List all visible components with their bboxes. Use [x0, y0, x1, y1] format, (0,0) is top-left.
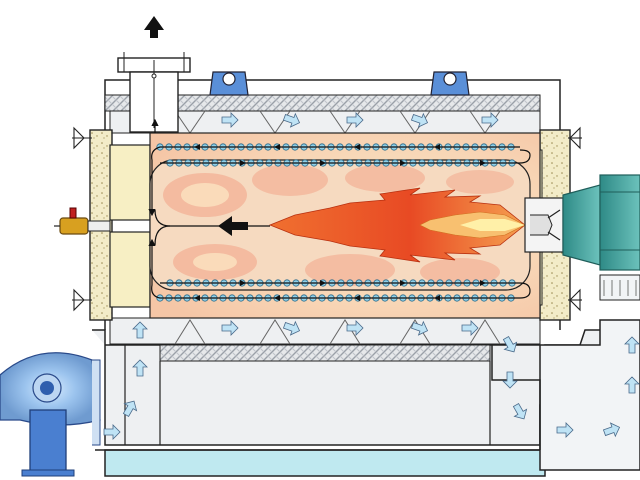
lower-insulation [159, 344, 491, 362]
air-flow-arrow-icon [602, 422, 621, 438]
air-flow-arrow-icon [221, 320, 239, 336]
air-flow-arrow-icon [132, 321, 148, 339]
up-arrow-icon [144, 16, 164, 38]
centrifugal-fan-icon [0, 352, 101, 477]
valve-icon [54, 207, 111, 235]
burner-fan-housing [562, 174, 640, 301]
air-flow-arrow-icon [132, 359, 148, 377]
door-bolts [72, 126, 582, 312]
air-flow-arrow-icon [282, 320, 301, 336]
air-flow-arrow-icon [512, 403, 528, 420]
air-flow-arrow-icon [481, 112, 499, 128]
left-arrow-icon [218, 216, 248, 236]
air-flow-arrow-icon [556, 422, 574, 438]
air-flow-arrow-icon [624, 376, 640, 394]
air-flow-arrow-icon [346, 112, 364, 128]
lifting-lug-right [430, 71, 470, 96]
lifting-lug-left [209, 71, 249, 96]
burner-flame [268, 187, 526, 263]
air-flow-arrow-icon [502, 336, 518, 353]
air-flow-arrow-icon [282, 112, 301, 128]
air-flow-arrow-icon [346, 320, 364, 336]
air-flow-arrow-icon [624, 336, 640, 354]
air-flow-arrow-icon [410, 320, 429, 336]
burner-nozzle-icon [524, 197, 564, 253]
air-flow-arrows [103, 112, 640, 440]
flue-stack [117, 52, 191, 133]
air-flow-arrow-icon [103, 424, 121, 440]
air-flow-arrow-icon [410, 112, 429, 128]
tube-flow-markers [194, 144, 486, 301]
air-flow-arrow-icon [122, 400, 138, 417]
air-flow-arrow-icon [461, 320, 479, 336]
gas-flow-paths [148, 118, 531, 299]
air-flow-arrow-icon [502, 371, 518, 389]
base-rail [104, 449, 546, 477]
lower-jacket-segments [174, 319, 501, 345]
air-flow-arrow-icon [221, 112, 239, 128]
